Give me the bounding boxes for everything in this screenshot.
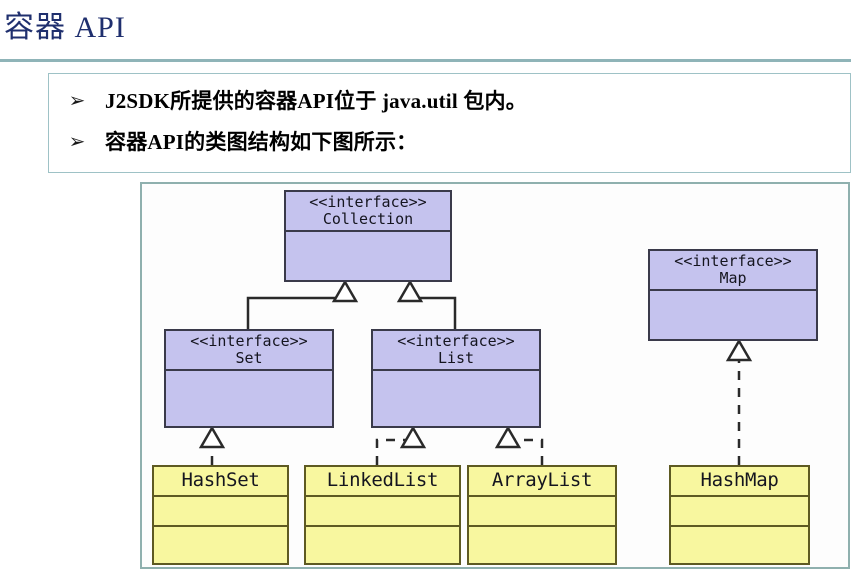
stereotype-label: <<interface>> — [674, 252, 792, 270]
connector-arraylist-to-list — [506, 428, 544, 465]
bullet-item-1-label: 容器API的类图结构如下图所示： — [105, 130, 418, 154]
arrowhead-list-left — [399, 425, 427, 449]
uml-compartment-body — [166, 371, 332, 419]
uml-compartment-methods — [469, 527, 615, 563]
uml-compartment-attributes — [671, 497, 808, 528]
bullet-item-0: ➢ J2SDK所提供的容器API位于 java.util 包内。 — [49, 80, 850, 120]
arrowhead-collection-left — [331, 279, 359, 303]
uml-interface-list-header: <<interface>> List — [373, 331, 539, 371]
uml-interface-map[interactable]: <<interface>> Map — [648, 249, 818, 341]
arrowhead-collection-right — [396, 279, 424, 303]
bullet-arrow-icon: ➢ — [68, 129, 86, 153]
connector-linkedlist-to-list — [375, 428, 415, 465]
uml-interface-collection-name: Collection — [322, 209, 414, 228]
uml-class-hashmap[interactable]: HashMap — [669, 465, 810, 565]
uml-class-hashset-name: HashSet — [154, 467, 287, 498]
uml-class-hashmap-name: HashMap — [671, 467, 808, 498]
uml-compartment-methods — [306, 527, 459, 563]
uml-compartment-body — [650, 291, 816, 333]
page-title: 容器 API — [4, 11, 126, 44]
uml-compartment-methods — [154, 527, 287, 563]
bullet-item-0-label: J2SDK所提供的容器API位于 java.util 包内。 — [105, 89, 527, 113]
uml-class-hashset[interactable]: HashSet — [152, 465, 289, 565]
uml-compartment-attributes — [154, 497, 287, 528]
uml-interface-collection-header: <<interface>> Collection — [286, 192, 450, 232]
uml-interface-collection[interactable]: <<interface>> Collection — [284, 190, 452, 282]
uml-interface-list-name: List — [437, 348, 475, 367]
arrowhead-list-right — [494, 425, 522, 449]
uml-connectors — [198, 279, 753, 465]
bullet-arrow-icon: ➢ — [68, 88, 86, 112]
uml-class-arraylist-name: ArrayList — [469, 467, 615, 498]
uml-interface-map-header: <<interface>> Map — [650, 251, 816, 291]
uml-interface-map-name: Map — [719, 268, 747, 287]
connector-list-to-collection — [408, 282, 457, 329]
uml-compartment-body — [286, 232, 450, 274]
uml-compartment-attributes — [306, 497, 459, 528]
bullet-item-1: ➢ 容器API的类图结构如下图所示： — [49, 121, 850, 161]
uml-class-diagram: <<interface>> Collection <<interface>> M… — [140, 182, 850, 569]
stereotype-label: <<interface>> — [309, 193, 427, 211]
uml-interface-set-header: <<interface>> Set — [166, 331, 332, 371]
stereotype-label: <<interface>> — [190, 332, 308, 350]
uml-class-linkedlist[interactable]: LinkedList — [304, 465, 461, 565]
uml-compartment-methods — [671, 527, 808, 563]
uml-class-linkedlist-name: LinkedList — [306, 467, 459, 498]
uml-class-arraylist[interactable]: ArrayList — [467, 465, 617, 565]
uml-interface-set-name: Set — [235, 348, 263, 367]
title-divider — [0, 59, 851, 62]
stereotype-label: <<interface>> — [397, 332, 515, 350]
uml-interface-set[interactable]: <<interface>> Set — [164, 329, 334, 428]
arrowhead-map — [725, 338, 753, 362]
bullet-textbox: ➢ J2SDK所提供的容器API位于 java.util 包内。 ➢ 容器API… — [48, 73, 851, 173]
uml-compartment-attributes — [469, 497, 615, 528]
arrowhead-set — [198, 425, 226, 449]
connector-set-to-collection — [246, 282, 347, 329]
uml-interface-list[interactable]: <<interface>> List — [371, 329, 541, 428]
uml-compartment-body — [373, 371, 539, 419]
